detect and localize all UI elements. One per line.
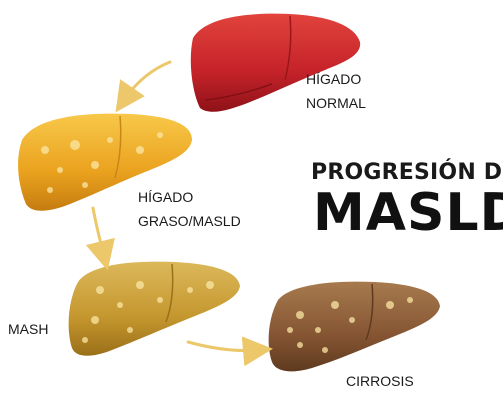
label-graso-line2: GRASO/MASLD [138, 210, 241, 232]
label-mash: MASH [8, 318, 48, 340]
liver-cirrhosis-icon [269, 282, 440, 372]
label-graso-line1: HÍGADO [138, 186, 193, 208]
liver-mash-icon [69, 262, 240, 356]
label-normal-line1: HÍGADO [306, 68, 361, 90]
title-line2: MASLD [313, 184, 503, 242]
label-normal-line2: NORMAL [306, 92, 366, 114]
title-line1: PROGRESIÓN DE [311, 160, 503, 185]
label-cirrosis: CIRROSIS [346, 370, 414, 392]
